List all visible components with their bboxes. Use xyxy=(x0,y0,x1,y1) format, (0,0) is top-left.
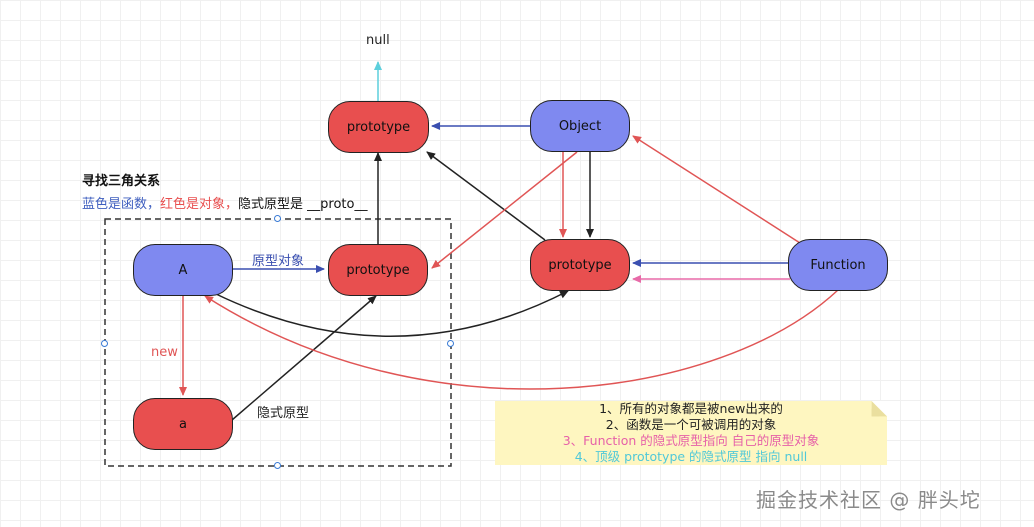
note-line-1: 1、所有的对象都是被new出来的 xyxy=(599,401,783,416)
note-line-2: 2、函数是一个可被调用的对象 xyxy=(605,417,777,432)
object-node[interactable]: Object xyxy=(530,100,630,152)
A-node[interactable]: A xyxy=(133,244,233,296)
note-line-4: 4、顶级 prototype 的隐式原型 指向 null xyxy=(574,449,808,464)
null-label: null xyxy=(366,33,390,48)
note-fold xyxy=(871,401,887,417)
selection-handle-top[interactable] xyxy=(274,215,281,222)
yinshi-label: 隐式原型 xyxy=(257,406,310,421)
note-line-3: 3、Function 的隐式原型指向 自己的原型对象 xyxy=(562,433,820,448)
selection-handle-left[interactable] xyxy=(101,340,108,347)
object-prototype-node[interactable]: prototype xyxy=(530,239,630,291)
diagram-title: 寻找三角关系 xyxy=(82,174,161,189)
note-box: 1、所有的对象都是被new出来的 2、函数是一个可被调用的对象 3、Functi… xyxy=(495,401,887,465)
legend: 蓝色是函数，红色是对象，隐式原型是 __proto__ xyxy=(82,193,367,212)
legend-blue: 蓝色是函数， xyxy=(82,197,161,212)
edge-object-prototype-top-prototype xyxy=(426,151,546,241)
selection-handle-right[interactable] xyxy=(447,340,454,347)
edge-a-a-prototype xyxy=(231,295,377,421)
edge-A-object-prototype xyxy=(215,290,569,337)
A-prototype-node[interactable]: prototype xyxy=(328,244,428,296)
legend-red: 红色是对象， xyxy=(160,197,239,212)
a-node[interactable]: a xyxy=(133,398,233,450)
watermark: 掘金技术社区 @ 胖头坨 xyxy=(756,488,981,512)
selection-handle-bottom[interactable] xyxy=(274,462,281,469)
legend-proto: 隐式原型是 __proto__ xyxy=(238,197,368,212)
yuanxing-label: 原型对象 xyxy=(252,254,305,269)
function-node[interactable]: Function xyxy=(788,239,888,291)
top-prototype-node[interactable]: prototype xyxy=(328,101,429,153)
new-label: new xyxy=(151,345,178,360)
edge-function-object-red xyxy=(632,135,801,244)
edge-object-a-prototype-red xyxy=(431,151,578,269)
edge-function-A-red xyxy=(204,289,839,390)
